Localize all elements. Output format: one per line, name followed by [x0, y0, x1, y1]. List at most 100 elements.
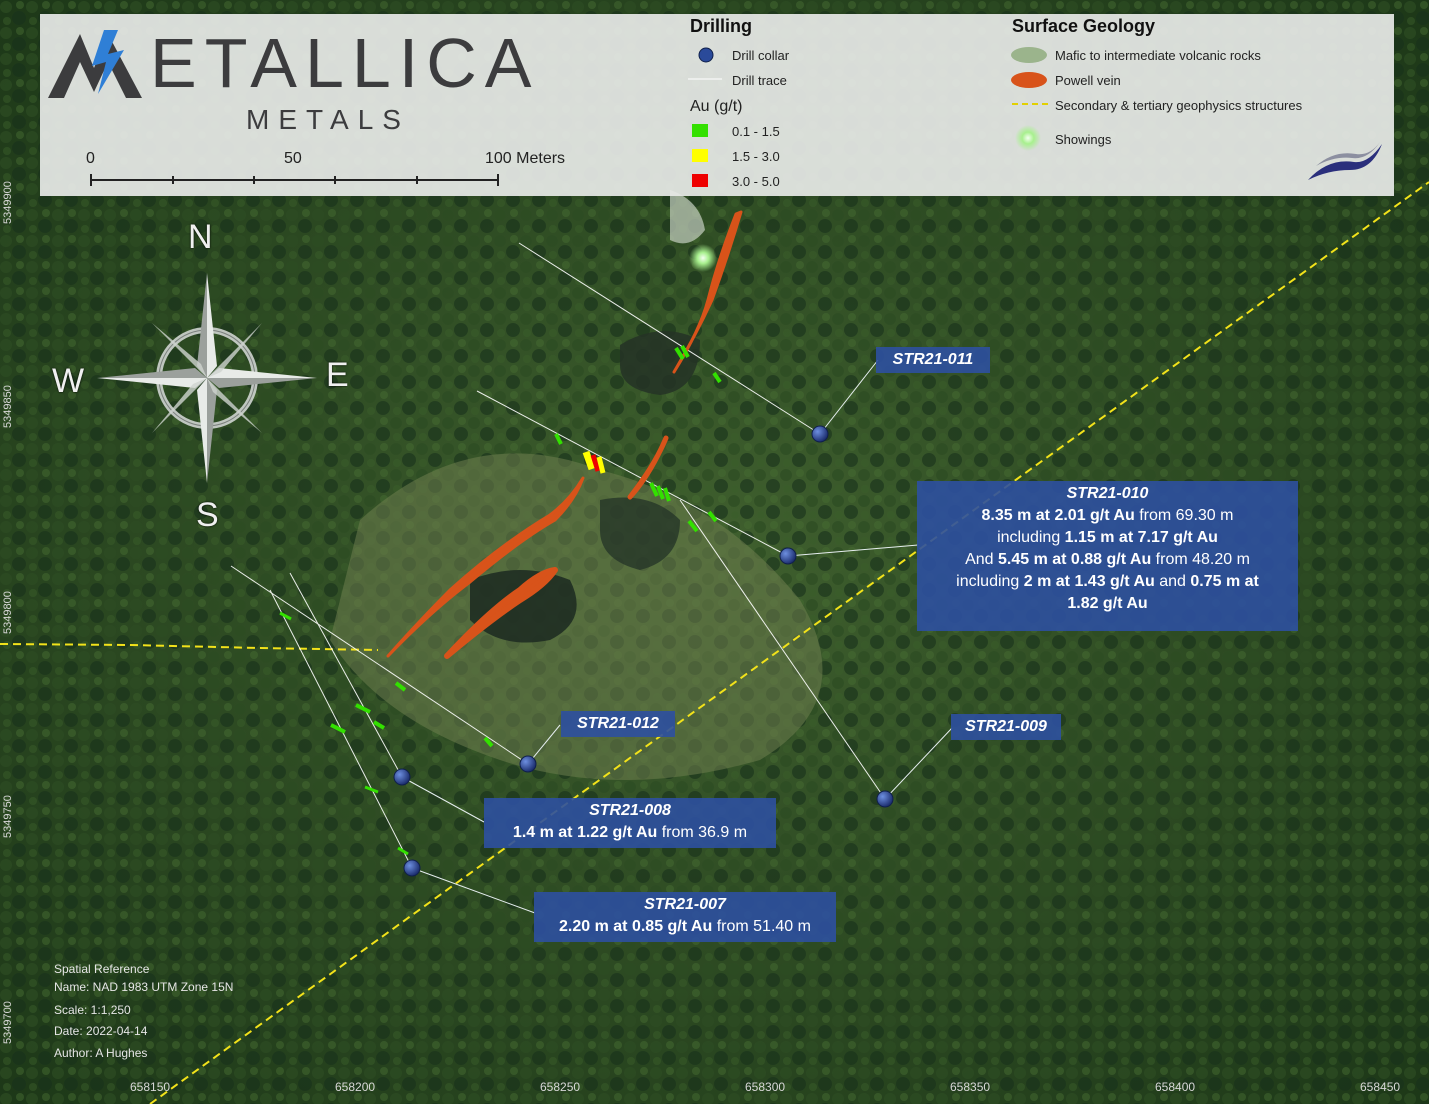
au-intercept-green	[656, 485, 665, 500]
legend-geology-label: Secondary & tertiary geophysics structur…	[1055, 98, 1303, 113]
outcrop	[670, 190, 705, 244]
callout-title: STR21-007	[644, 896, 726, 913]
brand-name: ETALLICA	[150, 24, 540, 102]
x-tick-label: 658350	[950, 1080, 991, 1094]
powell-vein	[444, 567, 558, 659]
drill-trace	[230, 565, 529, 765]
x-tick-label: 658200	[335, 1080, 376, 1094]
x-tick-label: 658250	[540, 1080, 581, 1094]
spatial-reference-scale: Scale: 1:1,250	[54, 1003, 131, 1017]
au-swatch-green	[692, 124, 708, 137]
legend-collar-label: Drill collar	[732, 48, 790, 63]
legend-geology-label: Showings	[1055, 132, 1112, 147]
leader-line	[411, 867, 536, 914]
leader-line	[819, 359, 879, 435]
au-intercept-green	[372, 720, 386, 730]
callout-line: And 5.45 m at 0.88 g/t Au from 48.20 m	[965, 551, 1250, 568]
callout-str21-011[interactable]: STR21-011	[876, 347, 990, 373]
au-class-label: 3.0 - 5.0	[732, 174, 780, 189]
legend-geology-label: Powell vein	[1055, 73, 1121, 88]
spatial-reference-date: Date: 2022-04-14	[54, 1024, 148, 1038]
powell-vein	[386, 476, 585, 658]
drill-collar-str21-008	[393, 768, 411, 786]
callout-str21-010[interactable]: STR21-010 8.35 m at 2.01 g/t Au from 69.…	[917, 481, 1298, 631]
callout-line: including 1.15 m at 7.17 g/t Au	[997, 529, 1218, 546]
au-class-label: 0.1 - 1.5	[732, 124, 780, 139]
drill-collar-str21-007	[403, 859, 421, 877]
y-tick-label: 5349800	[2, 591, 14, 634]
powell-vein	[672, 210, 743, 374]
compass-east-label: E	[326, 356, 349, 394]
au-intercept-green	[397, 846, 409, 856]
au-intercept-yellow	[596, 456, 606, 474]
scale-label-0: 0	[86, 150, 95, 167]
x-tick-label: 658150	[130, 1080, 171, 1094]
legend-drilling-title: Drilling	[690, 16, 752, 36]
geophysics-structure-line	[0, 643, 379, 651]
spatial-reference-name: Name: NAD 1983 UTM Zone 15N	[54, 980, 234, 994]
au-intercept-green	[649, 482, 659, 497]
au-intercept-green	[712, 371, 722, 384]
metallica-logo-icon	[48, 30, 142, 98]
compass-north-label: N	[188, 218, 213, 256]
au-intercept-green	[364, 785, 379, 794]
y-tick-label: 5349850	[2, 385, 14, 428]
drill-collar-str21-011	[811, 425, 829, 443]
au-intercept-green	[483, 736, 494, 748]
y-tick-label: 5349750	[2, 795, 14, 838]
scale-label-100: 100 Meters	[485, 150, 566, 167]
compass-south-label: S	[196, 496, 219, 534]
callout-title: STR21-010	[1066, 485, 1149, 502]
callout-str21-007[interactable]: STR21-007 2.20 m at 0.85 g/t Au from 51.…	[534, 892, 836, 942]
callout-str21-009[interactable]: STR21-009	[951, 714, 1061, 740]
au-class-label: 1.5 - 3.0	[732, 149, 780, 164]
au-intercept-green	[355, 703, 371, 714]
x-tick-label: 658450	[1360, 1080, 1401, 1094]
callout-line: 1.82 g/t Au	[1067, 595, 1148, 612]
au-intercept-green	[680, 345, 690, 358]
au-swatch-yellow	[692, 149, 708, 162]
showing-legend-icon	[1015, 125, 1041, 151]
drill-trace	[679, 499, 886, 800]
drill-trace-legend-icon	[688, 78, 722, 80]
callout-str21-008[interactable]: STR21-008 1.4 m at 1.22 g/t Au from 36.9…	[484, 798, 776, 848]
leader-line	[401, 776, 485, 823]
powell-vein	[627, 435, 669, 500]
wave-logo-icon	[1308, 142, 1382, 180]
au-intercept-yellow	[582, 450, 596, 471]
pond	[470, 570, 577, 643]
mafic-volcanic-legend-icon	[1011, 47, 1047, 63]
leader-line	[787, 544, 919, 557]
drill-trace	[518, 242, 821, 435]
powell-vein-legend-icon	[1011, 72, 1047, 88]
callout-line: 1.4 m at 1.22 g/t Au from 36.9 m	[512, 824, 748, 841]
legend-geology-label: Mafic to intermediate volcanic rocks	[1055, 48, 1261, 63]
spatial-reference-title: Spatial Reference	[54, 962, 150, 976]
callout-line: including 2 m at 1.43 g/t Au and 0.75 m …	[956, 573, 1259, 590]
x-tick-label: 658400	[1155, 1080, 1196, 1094]
showing-marker	[689, 244, 717, 272]
pond	[600, 497, 680, 570]
au-swatch-red	[692, 174, 708, 187]
callout-line: 8.35 m at 2.01 g/t Au from 69.30 m	[981, 507, 1234, 524]
drill-trace	[289, 572, 403, 778]
callout-str21-012[interactable]: STR21-012	[561, 711, 675, 737]
drill-collar-legend-icon	[698, 47, 714, 63]
au-intercept-green	[663, 487, 671, 502]
au-intercept-green	[394, 681, 407, 692]
callout-line: 2.20 m at 0.85 g/t Au from 51.40 m	[559, 918, 811, 935]
scale-bar	[90, 174, 499, 186]
y-tick-label: 5349900	[2, 181, 14, 224]
au-intercept-green	[707, 510, 718, 523]
legend-au-title: Au (g/t)	[690, 98, 743, 115]
au-intercept-red	[590, 454, 601, 472]
drill-collar-str21-009	[876, 790, 894, 808]
geophysics-structure-line	[149, 181, 1429, 1104]
au-intercept-green	[554, 433, 563, 445]
x-tick-label: 658300	[745, 1080, 786, 1094]
legend-header-panel	[40, 14, 1394, 196]
pond	[620, 331, 700, 395]
clearing-area	[330, 453, 823, 780]
drill-collar-str21-010	[779, 547, 797, 565]
compass-west-label: W	[52, 362, 85, 400]
